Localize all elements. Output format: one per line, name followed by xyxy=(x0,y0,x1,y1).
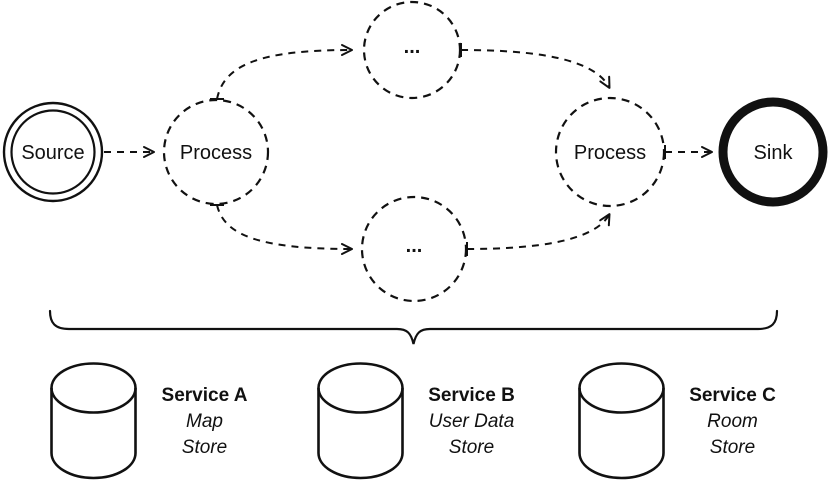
process-left-node-label: Process xyxy=(180,142,252,164)
sink-node: Sink xyxy=(718,97,828,207)
process-right-node: Process xyxy=(554,96,666,208)
edge-worker-bottom-to-process-right xyxy=(466,213,611,250)
service-a: Service A Map Store xyxy=(50,362,272,480)
flow-graph: Source Process ... ... Process Sink xyxy=(2,0,828,345)
service-c: Service C Room Store xyxy=(578,362,800,480)
worker-top-node-label: ... xyxy=(404,36,421,58)
service-name: Service C xyxy=(689,385,776,406)
service-store-line: Room xyxy=(707,411,758,432)
edge-process-left-to-worker-top xyxy=(216,44,353,100)
service-store-line: Store xyxy=(181,437,228,458)
edge-port-ticks xyxy=(210,43,666,256)
process-right-node-label: Process xyxy=(574,142,646,164)
service-store-line: User Data xyxy=(428,411,515,432)
service-name: Service B xyxy=(428,385,515,406)
service-store-line: Store xyxy=(448,437,495,458)
edge-process-left-to-worker-bottom xyxy=(216,204,353,255)
service-store-line: Store xyxy=(709,437,756,458)
process-left-node: Process xyxy=(162,98,270,206)
service-name: Service A xyxy=(161,385,248,406)
database-cylinder-icon xyxy=(317,362,404,480)
underbrace xyxy=(48,309,779,345)
service-store-line: Map xyxy=(186,411,223,432)
database-cylinder-icon xyxy=(578,362,665,480)
worker-bottom-node-label: ... xyxy=(406,235,423,257)
source-node: Source xyxy=(2,101,104,203)
worker-bottom-node: ... xyxy=(360,195,468,303)
edge-worker-top-to-process-right xyxy=(460,49,611,89)
sink-node-label: Sink xyxy=(754,142,794,164)
source-node-label: Source xyxy=(21,142,84,164)
database-cylinder-icon xyxy=(50,362,137,480)
worker-top-node: ... xyxy=(362,0,462,100)
service-b: Service B User Data Store xyxy=(317,362,539,480)
